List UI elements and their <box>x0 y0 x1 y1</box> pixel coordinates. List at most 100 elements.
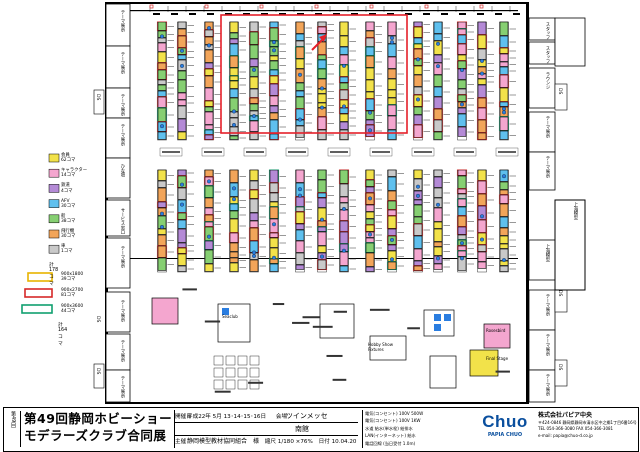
column-marker <box>149 4 154 9</box>
booth <box>457 21 467 29</box>
dimension-label-mark <box>315 13 322 15</box>
outlet-marker <box>207 26 211 31</box>
dimension-label-mark <box>495 13 502 15</box>
dimension-label-mark <box>279 13 286 15</box>
outlet-marker <box>342 104 346 109</box>
legend-total-1: 計178コマ <box>49 263 59 287</box>
outlet-marker <box>480 237 484 242</box>
legend-size-swatch <box>27 272 53 282</box>
dimension-label-mark <box>225 13 232 15</box>
table <box>225 379 236 390</box>
right-hall <box>554 199 586 291</box>
booth <box>249 103 259 111</box>
booth <box>295 125 305 138</box>
booth <box>269 21 279 28</box>
right-side-rooms <box>528 17 586 403</box>
door-ds <box>93 89 105 115</box>
booth <box>365 186 375 193</box>
booth <box>339 46 349 55</box>
booth <box>317 68 327 79</box>
booth <box>295 196 305 207</box>
dimension-label-mark <box>351 13 358 15</box>
booth <box>413 248 423 261</box>
booth <box>269 55 279 61</box>
outlet-marker <box>480 214 484 219</box>
booth <box>177 21 187 29</box>
booth <box>413 235 423 249</box>
legend-swatch <box>48 153 60 163</box>
booth <box>387 115 397 130</box>
booth <box>249 131 259 140</box>
outlet-marker <box>502 110 506 115</box>
door-ds <box>93 363 105 389</box>
booth <box>339 54 349 65</box>
legend-label: 船 38コマ <box>61 213 76 224</box>
table <box>237 367 248 378</box>
booth <box>204 29 214 37</box>
booth <box>157 37 167 43</box>
booth <box>157 42 167 52</box>
right-room-label: テーマ展示 <box>545 156 550 178</box>
facility-marker <box>222 308 229 315</box>
booth <box>317 179 327 193</box>
outlet-marker <box>320 254 324 259</box>
booth <box>477 119 487 133</box>
table <box>249 367 260 378</box>
booth <box>433 176 443 188</box>
left-room-label: テーマ展示 <box>120 94 125 116</box>
label-mark <box>302 316 321 319</box>
booth <box>317 197 327 208</box>
booth <box>457 188 467 194</box>
booth <box>229 80 239 89</box>
booth <box>204 185 214 198</box>
left-room-label: テーマ展示 <box>120 376 125 398</box>
booth <box>204 36 214 45</box>
booth <box>249 120 259 132</box>
booth <box>249 169 259 181</box>
booth <box>387 78 397 90</box>
booth <box>295 229 305 241</box>
booth <box>433 62 443 75</box>
legend-size-swatch <box>24 288 53 298</box>
booth <box>387 244 397 251</box>
left-room <box>105 117 131 159</box>
booth <box>413 65 423 75</box>
date-label: 開催日 <box>175 414 192 420</box>
dimension-label-mark <box>459 13 466 15</box>
booth <box>433 241 443 247</box>
title-badge: 第49回 <box>6 411 21 447</box>
booth <box>477 21 487 35</box>
booth <box>365 55 375 68</box>
booth <box>499 87 509 102</box>
booth <box>499 181 509 190</box>
legend-size-label: 900x1800 39コマ <box>61 272 84 283</box>
booth <box>229 32 239 39</box>
booth <box>339 196 349 203</box>
booth <box>339 183 349 197</box>
booth <box>229 169 239 183</box>
facility-marker <box>444 314 451 321</box>
booth <box>317 231 327 246</box>
booth <box>457 113 467 127</box>
highlight-frame <box>220 14 408 134</box>
booth <box>433 246 443 256</box>
outlet-marker <box>460 102 464 107</box>
door-label: DS <box>95 94 100 101</box>
booth <box>365 46 375 56</box>
booth <box>365 224 375 232</box>
booth <box>204 62 214 69</box>
booth <box>317 129 327 140</box>
booth <box>204 240 214 250</box>
facility-label: Hobby Show Fixtures <box>368 342 393 352</box>
booth <box>457 175 467 189</box>
outlet-marker <box>436 256 440 261</box>
booth <box>339 76 349 83</box>
left-room <box>105 87 131 119</box>
booth <box>269 201 279 207</box>
booth <box>433 40 443 55</box>
outlet-marker <box>368 232 372 237</box>
booth <box>365 242 375 253</box>
booth <box>499 194 509 204</box>
dimension-label-mark <box>423 13 430 15</box>
